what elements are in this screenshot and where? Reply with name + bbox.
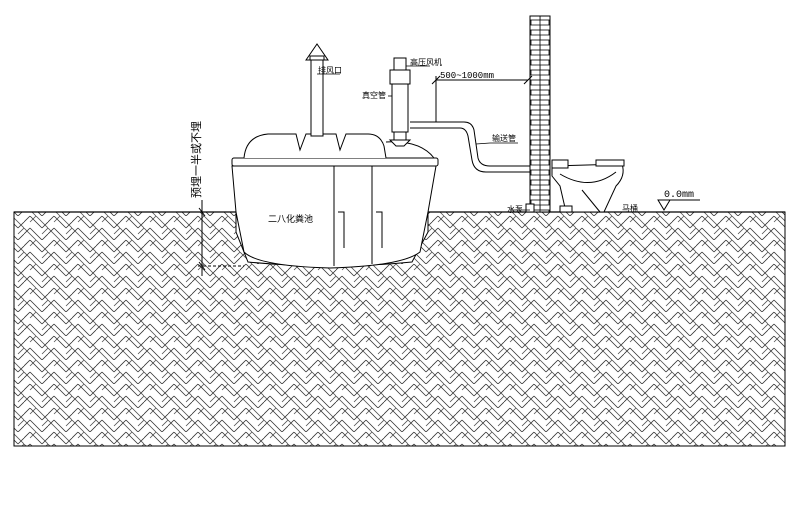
septic-tank: [231, 133, 439, 269]
burial-note-label: 预埋一半或不埋: [189, 121, 203, 198]
distance-label: 500~1000mm: [440, 71, 494, 81]
leader-lines: [317, 65, 640, 213]
ground-level-label: 0.0mm: [664, 190, 694, 201]
blower-label: 高压风机: [410, 57, 442, 67]
conveying-pipe-label: 输送管: [492, 133, 516, 143]
brick-wall: [529, 15, 551, 213]
toilet-label: 马桶: [622, 203, 638, 213]
water-pump: [525, 203, 535, 213]
exhaust-vent-label: 排风口: [318, 65, 342, 75]
toilet: [551, 159, 625, 213]
ground-level-marker: [657, 199, 700, 211]
exhaust-vent-pipe: [305, 43, 329, 137]
burial-depth-dimension: [198, 200, 244, 276]
distance-dimension: [431, 75, 533, 122]
tank-label: 二八化粪池: [268, 213, 313, 225]
blower-assembly: [388, 57, 412, 147]
vacuum-tube-label: 真空管: [362, 90, 386, 100]
water-pump-label: 水泵: [507, 204, 523, 214]
